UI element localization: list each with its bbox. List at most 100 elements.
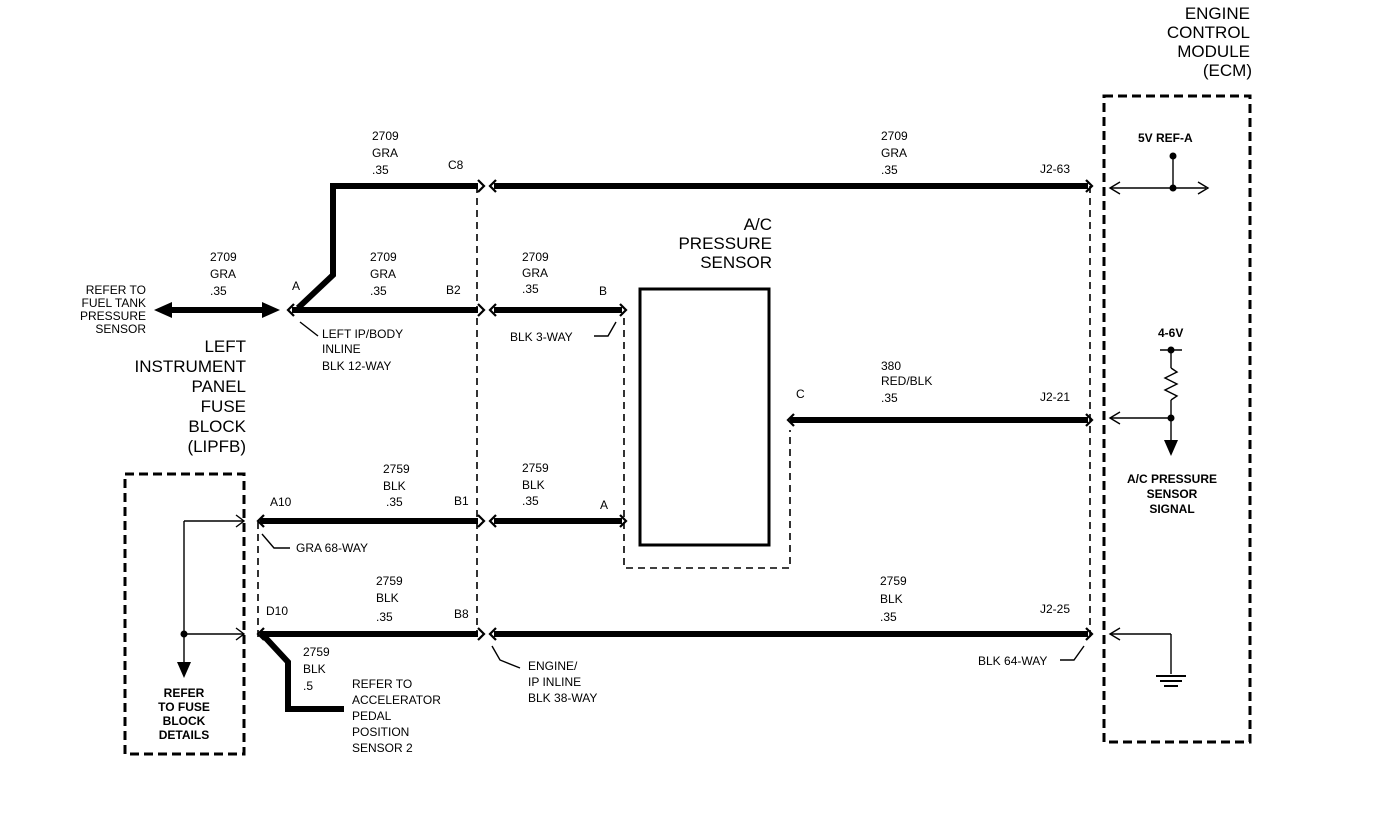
ref5v-node [1169, 152, 1177, 160]
sensor-title-1: A/C [744, 215, 772, 234]
lipfb-refer-4: DETAILS [159, 728, 209, 742]
accel-refer-2: ACCELERATOR [352, 693, 441, 707]
wire-label-sensor-a: 2759 BLK .35 [522, 461, 549, 508]
svg-text:2759: 2759 [376, 574, 403, 588]
svg-text:.35: .35 [210, 284, 227, 298]
svg-text:.35: .35 [370, 284, 387, 298]
lipfb-box [123, 472, 246, 756]
left-ip-body-3: BLK 12-WAY [322, 359, 391, 373]
sensor-title-2: PRESSURE [678, 234, 772, 253]
wire-label-mid: 2709 GRA .35 [370, 250, 397, 298]
pin-b2: B2 [446, 283, 461, 297]
svg-text:BLK: BLK [880, 592, 903, 606]
fuel-refer-3: PRESSURE [80, 309, 146, 323]
signal-label-1: A/C PRESSURE [1127, 472, 1217, 486]
blk3way-label: BLK 3-WAY [510, 330, 573, 344]
lipfb-title-5: BLOCK [188, 417, 246, 436]
svg-text:.35: .35 [522, 494, 539, 508]
connector-terminals [256, 179, 1094, 641]
gra68way-label: GRA 68-WAY [296, 541, 368, 555]
blk64way-label: BLK 64-WAY [978, 654, 1047, 668]
svg-text:.35: .35 [522, 282, 539, 296]
pin-j2-25: J2-25 [1040, 602, 1070, 616]
svg-text:BLK: BLK [376, 591, 399, 605]
svg-text:2759: 2759 [383, 462, 410, 476]
svg-text:BLK: BLK [522, 478, 545, 492]
fuel-refer-4: SENSOR [95, 322, 146, 336]
signal-arrow [1164, 440, 1178, 456]
pin-a: A [292, 279, 300, 293]
accel-refer-5: SENSOR 2 [352, 741, 413, 755]
svg-text:.35: .35 [386, 495, 403, 509]
svg-text:BLK: BLK [303, 662, 326, 676]
pin-j2-21: J2-21 [1040, 390, 1070, 404]
svg-text:.35: .35 [881, 163, 898, 177]
pin-j2-63: J2-63 [1040, 162, 1070, 176]
lipfb-title-4: FUSE [201, 397, 246, 416]
pin-b8: B8 [454, 607, 469, 621]
pin-b1: B1 [454, 494, 469, 508]
svg-text:2709: 2709 [372, 129, 399, 143]
svg-text:380: 380 [881, 359, 901, 373]
fuel-refer-2: FUEL TANK [82, 296, 146, 310]
ref5v-label: 5V REF-A [1138, 131, 1193, 145]
wire-label-a10: 2759 BLK .35 [383, 462, 410, 509]
left-ip-body-2: INLINE [322, 342, 361, 356]
signal-label-3: SIGNAL [1149, 502, 1194, 516]
sensor-pin-c: C [796, 387, 805, 401]
svg-text:RED/BLK: RED/BLK [881, 374, 932, 388]
lipfb-title-6: (LIPFB) [187, 437, 246, 456]
sensor-title-3: SENSOR [700, 253, 772, 272]
accel-refer-1: REFER TO [352, 677, 412, 691]
svg-text:.5: .5 [303, 679, 313, 693]
svg-text:GRA: GRA [522, 266, 548, 280]
wire-label-sensor-b: 2709 GRA .35 [522, 250, 549, 296]
engine-ip-2: IP INLINE [528, 675, 581, 689]
svg-text:GRA: GRA [372, 146, 398, 160]
wire-label-top-left: 2709 GRA .35 [372, 129, 399, 177]
ecm-title-2: CONTROL [1167, 23, 1250, 42]
wire-label-accel: 2759 BLK .5 [303, 645, 330, 693]
svg-text:2709: 2709 [881, 129, 908, 143]
svg-text:2759: 2759 [303, 645, 330, 659]
lipfb-title-3: PANEL [192, 377, 247, 396]
lipfb-refer-1: REFER [164, 686, 205, 700]
wire-label-top-right: 2709 GRA .35 [881, 129, 908, 177]
svg-text:2709: 2709 [522, 250, 549, 264]
svg-text:.35: .35 [881, 391, 898, 405]
ecm-title-4: (ECM) [1203, 61, 1252, 80]
sensor-outline [623, 318, 791, 569]
lipfb-title-2: INSTRUMENT [135, 357, 246, 376]
svg-text:GRA: GRA [210, 267, 236, 281]
wire-label-signal: 380 RED/BLK .35 [881, 359, 932, 405]
fuel-refer-1: REFER TO [86, 283, 146, 297]
svg-text:BLK: BLK [383, 479, 406, 493]
svg-text:2759: 2759 [880, 574, 907, 588]
lipfb-title-1: LEFT [204, 337, 246, 356]
svg-text:.35: .35 [372, 163, 389, 177]
pin-a10: A10 [270, 495, 292, 509]
accel-refer-4: POSITION [352, 725, 409, 739]
svg-text:GRA: GRA [370, 267, 396, 281]
svg-text:GRA: GRA [881, 146, 907, 160]
lipfb-refer-2: TO FUSE [158, 700, 210, 714]
wire-2709-top-left [295, 183, 478, 311]
sensor-pin-a: A [600, 498, 608, 512]
left-ip-body-1: LEFT IP/BODY [322, 327, 403, 341]
pullup-resistor [1163, 367, 1179, 401]
signal-label-2: SENSOR [1147, 487, 1198, 501]
sensor-pin-b: B [599, 284, 607, 298]
ecm-title-1: ENGINE [1185, 4, 1250, 23]
sensor-body [638, 287, 771, 547]
wire-label-d10: 2759 BLK .35 [376, 574, 403, 624]
wire-label-ground: 2759 BLK .35 [880, 574, 907, 624]
ecm-box [1102, 94, 1252, 744]
engine-ip-1: ENGINE/ [528, 659, 578, 673]
accel-refer-3: PEDAL [352, 709, 392, 723]
svg-text:2709: 2709 [370, 250, 397, 264]
svg-text:2709: 2709 [210, 250, 237, 264]
pin-c8: C8 [448, 158, 464, 172]
wire-label-fuel: 2709 GRA .35 [210, 250, 237, 298]
pin-d10: D10 [266, 604, 288, 618]
